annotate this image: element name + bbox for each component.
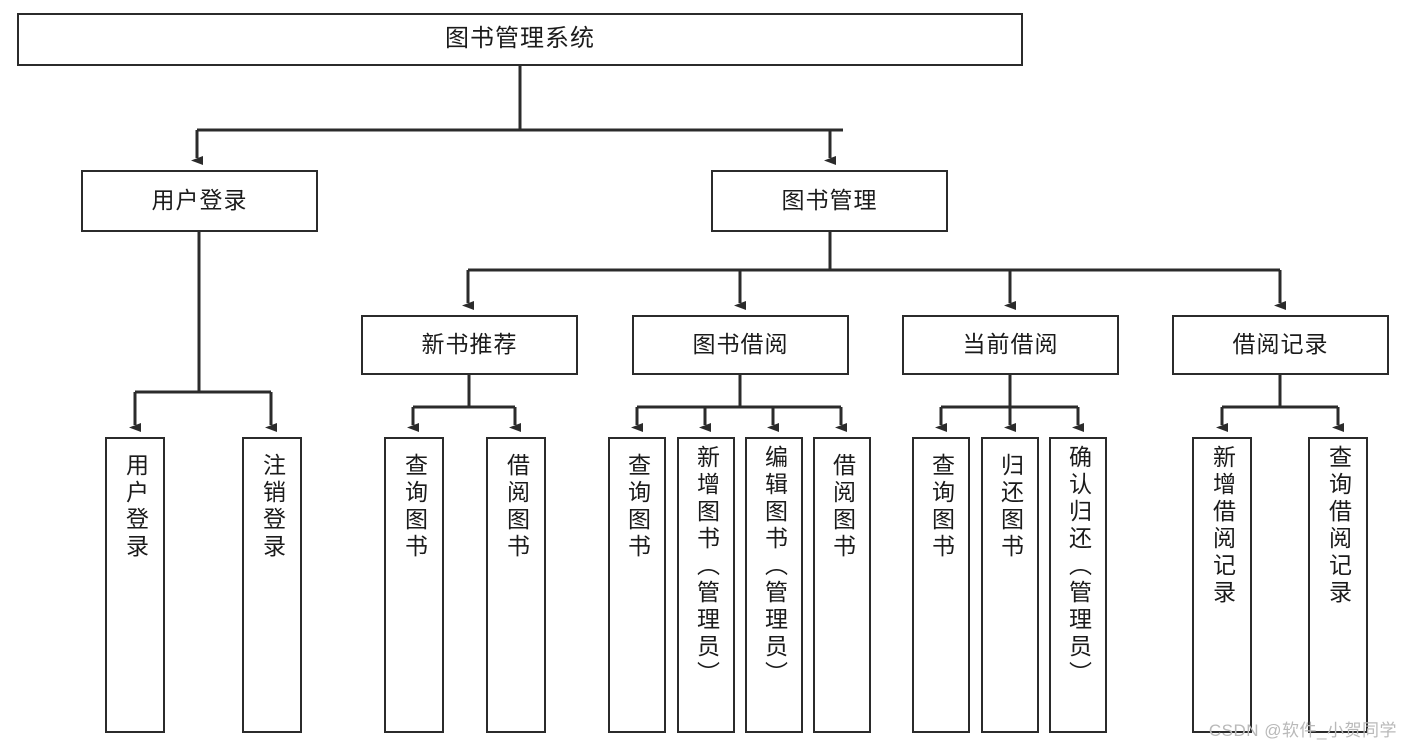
node-book-borrow[interactable]: 图书借阅: [632, 315, 849, 375]
connector-new-book-recommend-to-leaves: [407, 375, 521, 432]
node-label: 编辑图书（管理员）: [761, 445, 788, 688]
node-book-manage[interactable]: 图书管理: [711, 170, 948, 232]
connector-current-borrow-to-leaves: [935, 375, 1084, 432]
node-label: 新书推荐: [421, 331, 518, 358]
node-leaf-borrow-book-1[interactable]: 借阅图书: [486, 437, 546, 733]
node-label: 查询图书: [401, 453, 428, 561]
node-label: 当前借阅: [962, 331, 1059, 358]
node-label: 用户登录: [151, 187, 248, 214]
node-label: 确认归还（管理员）: [1065, 445, 1092, 688]
connector-book-borrow-to-leaves: [631, 375, 847, 432]
node-label: 图书管理: [781, 187, 878, 214]
node-leaf-logout[interactable]: 注销登录: [242, 437, 302, 733]
node-leaf-add-record[interactable]: 新增借阅记录: [1192, 437, 1252, 733]
node-leaf-add-book[interactable]: 新增图书（管理员）: [677, 437, 735, 733]
csdn-watermark: CSDN @软件_小贺同学: [1208, 721, 1397, 740]
node-leaf-user-login[interactable]: 用户登录: [105, 437, 165, 733]
node-current-borrow[interactable]: 当前借阅: [902, 315, 1119, 375]
connector-user-login-to-leaves: [129, 232, 277, 432]
node-label: 归还图书: [997, 453, 1024, 561]
node-leaf-edit-book[interactable]: 编辑图书（管理员）: [745, 437, 803, 733]
node-new-book-recommend[interactable]: 新书推荐: [361, 315, 578, 375]
node-label: 查询图书: [928, 453, 955, 561]
node-label: 新增借阅记录: [1209, 445, 1236, 607]
node-label: 图书借阅: [692, 331, 789, 358]
connector-root-to-level2: [191, 66, 843, 165]
node-label: 借阅图书: [503, 453, 530, 561]
node-label: 新增图书（管理员）: [693, 445, 720, 688]
node-leaf-return-book[interactable]: 归还图书: [981, 437, 1039, 733]
node-leaf-query-record[interactable]: 查询借阅记录: [1308, 437, 1368, 733]
node-label: 借阅记录: [1232, 331, 1329, 358]
node-borrow-record[interactable]: 借阅记录: [1172, 315, 1389, 375]
node-leaf-query-book-2[interactable]: 查询图书: [608, 437, 666, 733]
node-leaf-confirm-return[interactable]: 确认归还（管理员）: [1049, 437, 1107, 733]
node-label: 用户登录: [122, 453, 149, 561]
connector-borrow-record-to-leaves: [1216, 375, 1344, 432]
node-label: 借阅图书: [829, 453, 856, 561]
node-user-login[interactable]: 用户登录: [81, 170, 318, 232]
node-root-book-management-system[interactable]: 图书管理系统: [17, 13, 1023, 66]
node-leaf-query-book-1[interactable]: 查询图书: [384, 437, 444, 733]
node-label: 查询借阅记录: [1325, 445, 1352, 607]
node-label: 查询图书: [624, 453, 651, 561]
node-leaf-query-book-3[interactable]: 查询图书: [912, 437, 970, 733]
node-label: 注销登录: [259, 453, 286, 561]
node-label: 图书管理系统: [445, 25, 595, 53]
node-leaf-borrow-book-2[interactable]: 借阅图书: [813, 437, 871, 733]
connector-book-manage-to-level3: [462, 232, 1286, 310]
